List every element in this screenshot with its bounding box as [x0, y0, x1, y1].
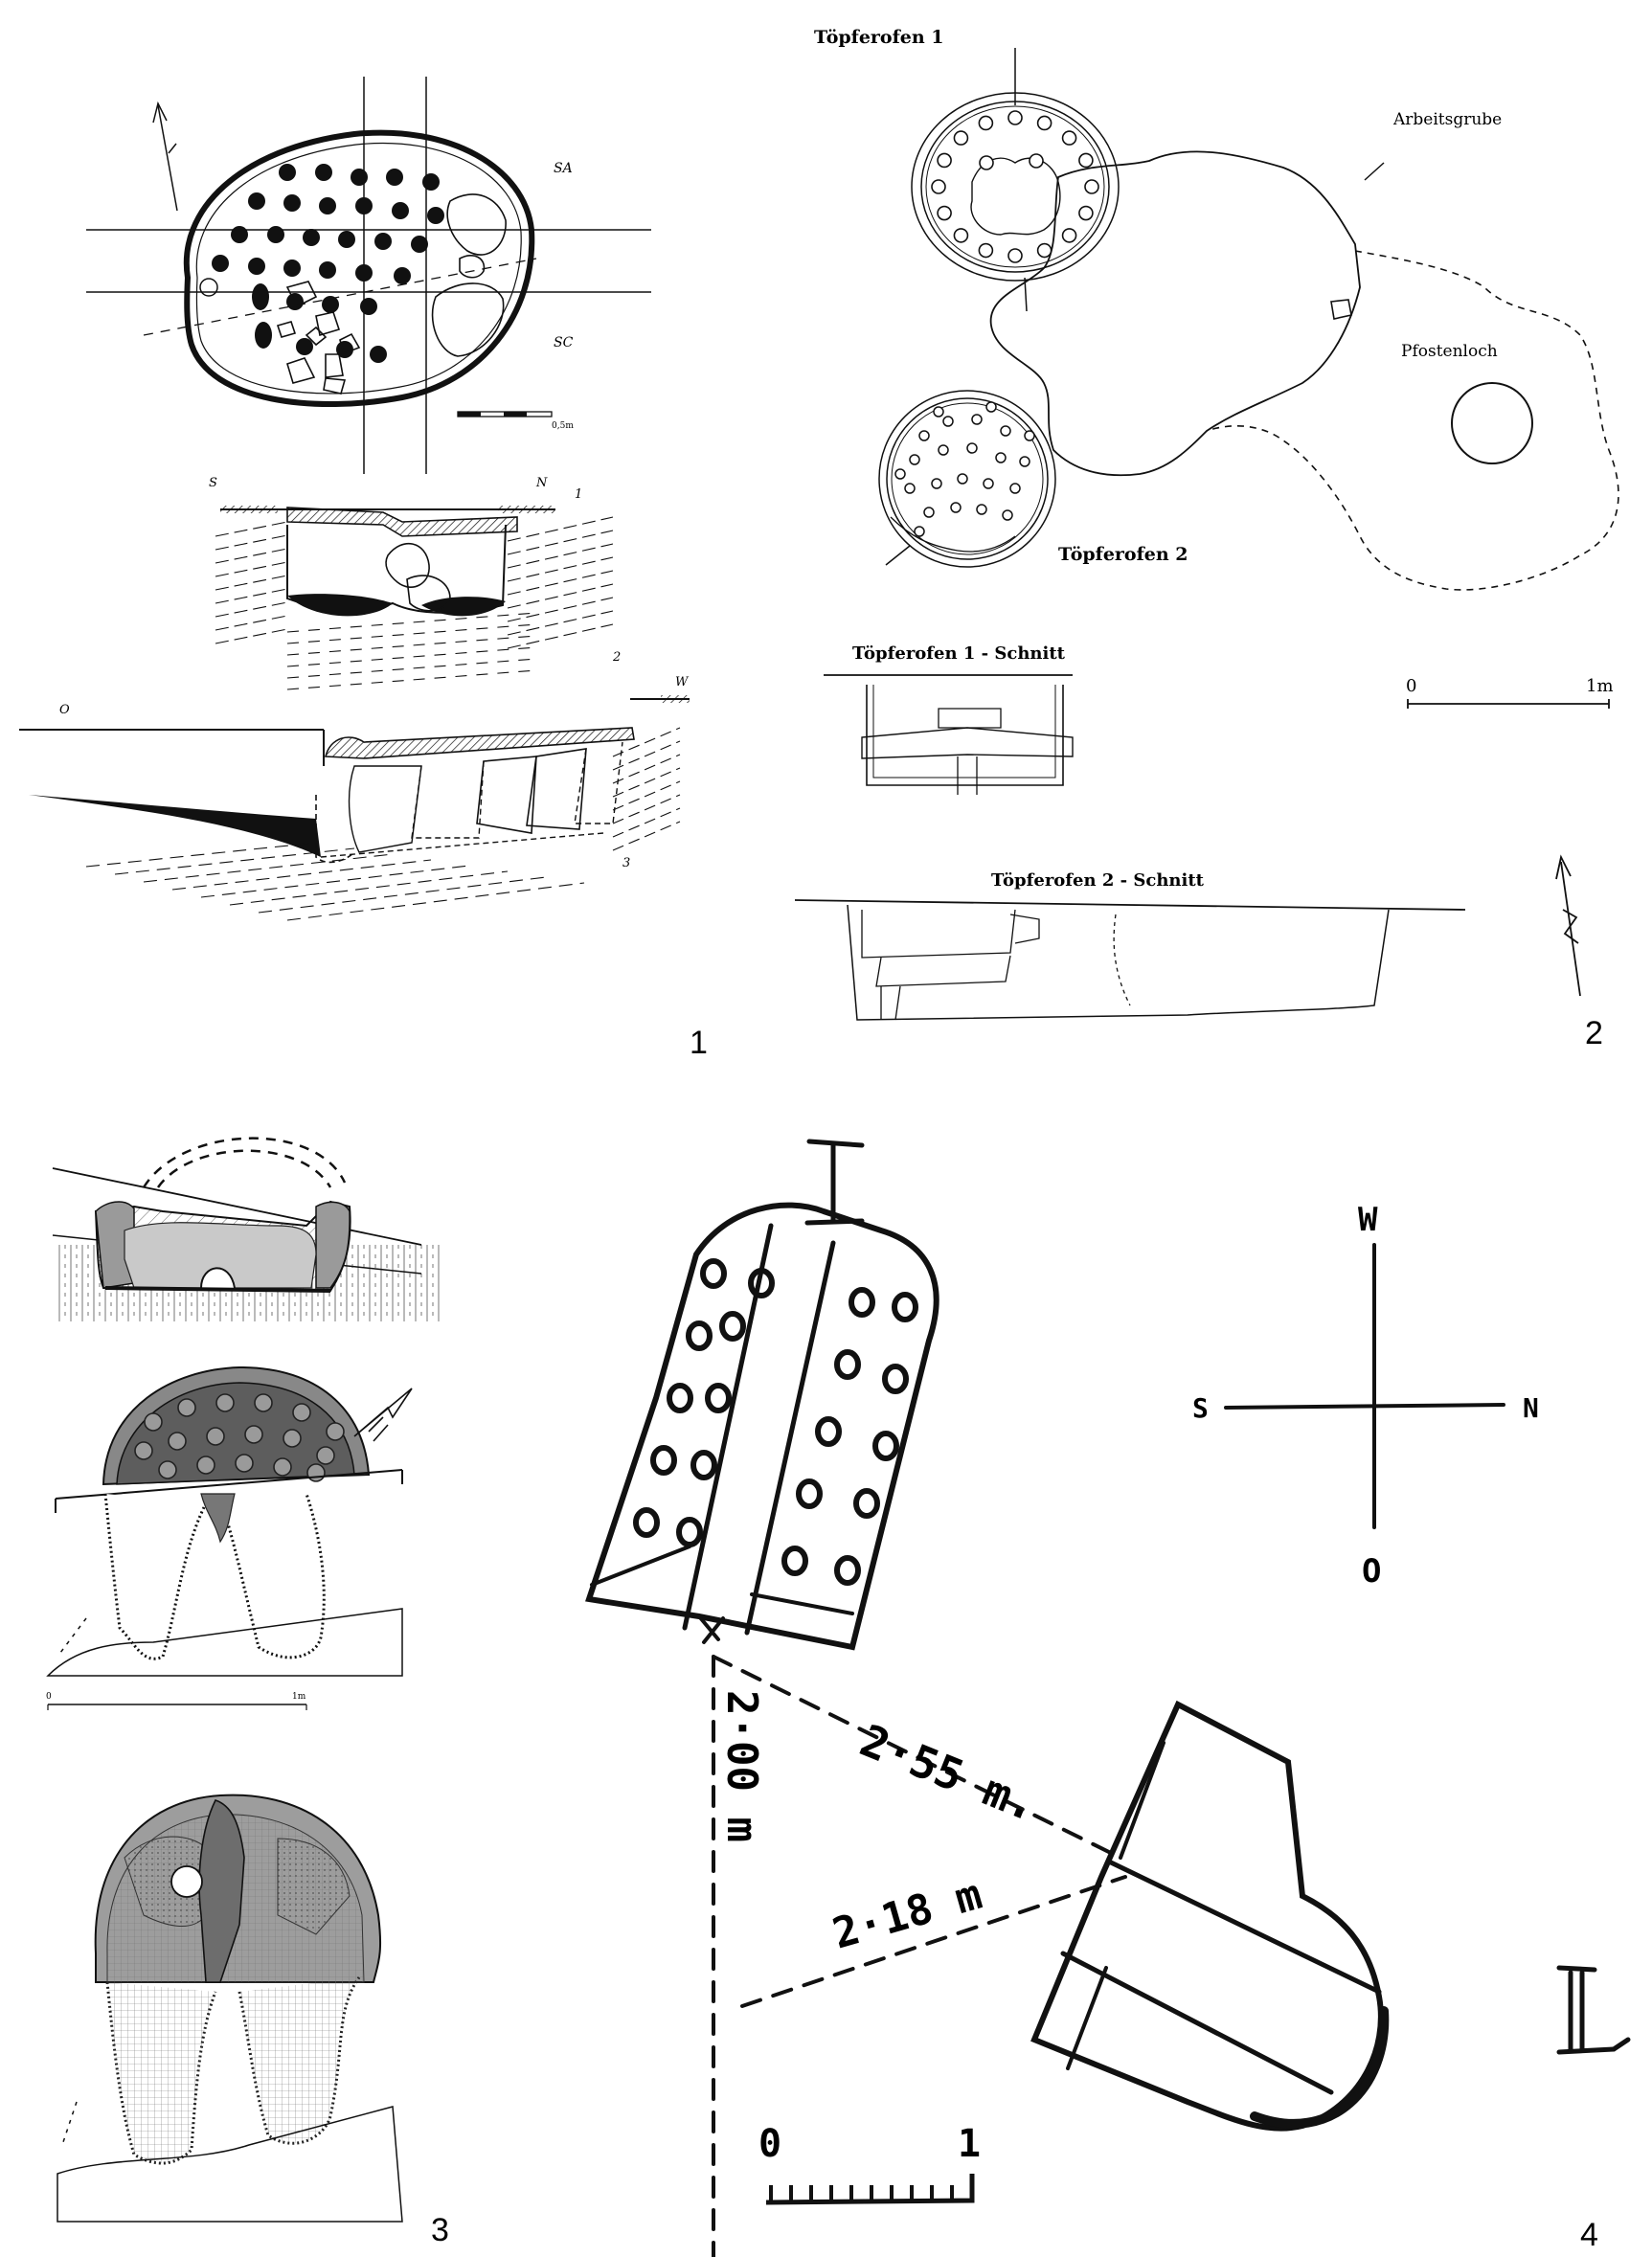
panel-3-kiln-drawings: 0 1m 3: [0, 1092, 575, 2257]
panel-4-drawing: I W S N O 2·55 m. 2·18 m 2·00 m: [536, 1092, 1631, 2257]
compass-north: N: [1523, 1392, 1539, 1424]
kiln-section-drawing: [52, 1137, 441, 1321]
fire-hole: [255, 322, 272, 349]
measurement-lines: [712, 1655, 1127, 2257]
north-arrow-icon: [152, 101, 178, 212]
north-arrow-icon: [353, 1388, 413, 1442]
posthole-circle: [1451, 382, 1533, 464]
fire-hole: [322, 296, 339, 313]
svg-text:W: W: [675, 675, 690, 689]
svg-text:O: O: [59, 703, 70, 717]
label-kiln-1: Töpferofen 1: [814, 27, 944, 48]
svg-text:S: S: [209, 476, 217, 490]
svg-text:1m: 1m: [292, 1692, 306, 1702]
panel-3-drawing: 0 1m 3: [46, 1137, 449, 2248]
fire-hole: [267, 226, 284, 243]
kiln-plan-shaded-drawing: [57, 1794, 403, 2223]
distance-2-55m: 2·55 m.: [853, 1714, 1045, 1832]
svg-text:II: II: [536, 1092, 537, 1093]
fire-hole: [355, 197, 373, 214]
fire-hole: [319, 261, 336, 279]
svg-text:Töpferofen 2 - Schnitt: Töpferofen 2 - Schnitt: [991, 870, 1205, 891]
compass-rose-icon: [1224, 1243, 1505, 1529]
kiln-outline: [183, 129, 535, 407]
svg-text:0: 0: [1406, 676, 1416, 696]
scale-bar-1: 0,5m: [457, 411, 574, 431]
fire-hole: [336, 341, 353, 358]
fire-hole: [279, 164, 296, 181]
svg-text:N: N: [535, 476, 548, 490]
svg-text:0: 0: [46, 1692, 52, 1702]
fire-hole: [351, 169, 368, 186]
panel-2-drawing: Töpferofen 1 Arbeitsgrube Pfostenloch Tö…: [794, 27, 1619, 1051]
stones: [276, 193, 507, 395]
label-sa: SA: [554, 161, 573, 176]
compass-east: O: [1362, 1552, 1381, 1591]
panel-1-drawing: SA SC 0,5m S N 1 2 O W: [19, 77, 708, 1061]
label-working-pit: Arbeitsgrube: [1392, 110, 1502, 129]
fire-hole: [319, 197, 336, 214]
kiln-2-plan: [878, 390, 1056, 568]
fire-hole: [355, 264, 373, 282]
compass-west: W: [1358, 1201, 1378, 1239]
panel-number-3: 3: [431, 2212, 449, 2248]
panel-2-toepferofen-plan: Töpferofen 1 Arbeitsgrube Pfostenloch Tö…: [785, 0, 1652, 1072]
svg-text:1: 1: [958, 2122, 981, 2166]
fire-hole: [386, 169, 403, 186]
svg-text:0,5m: 0,5m: [552, 421, 574, 431]
svg-text:3: 3: [622, 856, 630, 870]
svg-text:Töpferofen 1 - Schnitt: Töpferofen 1 - Schnitt: [852, 643, 1066, 664]
fire-hole: [338, 231, 355, 248]
fire-hole: [370, 346, 387, 363]
fire-hole: [212, 255, 229, 272]
north-arrow-icon: [1555, 854, 1581, 997]
kiln-1-plan: [911, 92, 1120, 282]
fire-hole: [231, 226, 248, 243]
fire-hole: [374, 233, 392, 250]
fire-hole: [360, 298, 377, 315]
fire-hole: [248, 258, 265, 275]
section-2-profile: 2 O W 3: [19, 650, 690, 921]
svg-text:I: I: [536, 1092, 537, 1093]
fire-hole: [394, 267, 411, 284]
fire-holes: [212, 164, 444, 363]
label-kiln-II: [1556, 1965, 1631, 2055]
panel-number-1: 1: [690, 1025, 708, 1061]
fire-hole: [252, 283, 269, 310]
fire-hole: [248, 192, 265, 210]
kiln-2-section: Töpferofen 2 - Schnitt: [794, 870, 1466, 1021]
panel-number-2: 2: [1585, 1015, 1603, 1051]
svg-text:1m: 1m: [1586, 676, 1614, 696]
fire-hole: [283, 194, 301, 212]
label-kiln-2: Töpferofen 2: [1058, 544, 1188, 565]
scale-bar-2: 0 1m: [1406, 676, 1614, 709]
fire-hole: [392, 202, 409, 219]
label-posthole: Pfostenloch: [1401, 342, 1498, 361]
panel-4-hand-sketch-plan: I W S N O 2·55 m. 2·18 m 2·00 m: [536, 1092, 1652, 2257]
kiln-plan-drawing: [46, 1365, 413, 1677]
distance-2-00m: 2·00 m: [717, 1690, 766, 1842]
fire-hole: [427, 207, 444, 224]
scale-bar-3: 0 1m: [46, 1692, 307, 1710]
svg-text:2: 2: [612, 650, 621, 665]
working-pit-outline: [989, 150, 1361, 477]
fire-hole: [303, 229, 320, 246]
panel-1-kiln-plan-and-sections: SA SC 0,5m S N 1 2 O W: [0, 0, 785, 1072]
section-1-profile: S N 1: [209, 476, 614, 690]
svg-text:0: 0: [758, 2122, 781, 2166]
svg-text:1: 1: [575, 487, 582, 502]
fire-hole: [411, 236, 428, 253]
fire-hole: [296, 338, 313, 355]
kiln-1-section: Töpferofen 1 - Schnitt: [824, 643, 1074, 795]
compass-south: S: [1192, 1392, 1209, 1424]
panel-number-4: 4: [1580, 2217, 1598, 2253]
fire-hole: [315, 164, 332, 181]
distance-2-18m: 2·18 m: [827, 1870, 987, 1959]
fire-hole: [283, 260, 301, 277]
scale-bar-4: 0 1: [758, 2122, 981, 2205]
kiln-II-plan: [1030, 1700, 1390, 2132]
fire-hole: [422, 173, 440, 191]
kiln-I-plan: [585, 1202, 939, 1651]
label-sc: SC: [554, 335, 574, 350]
